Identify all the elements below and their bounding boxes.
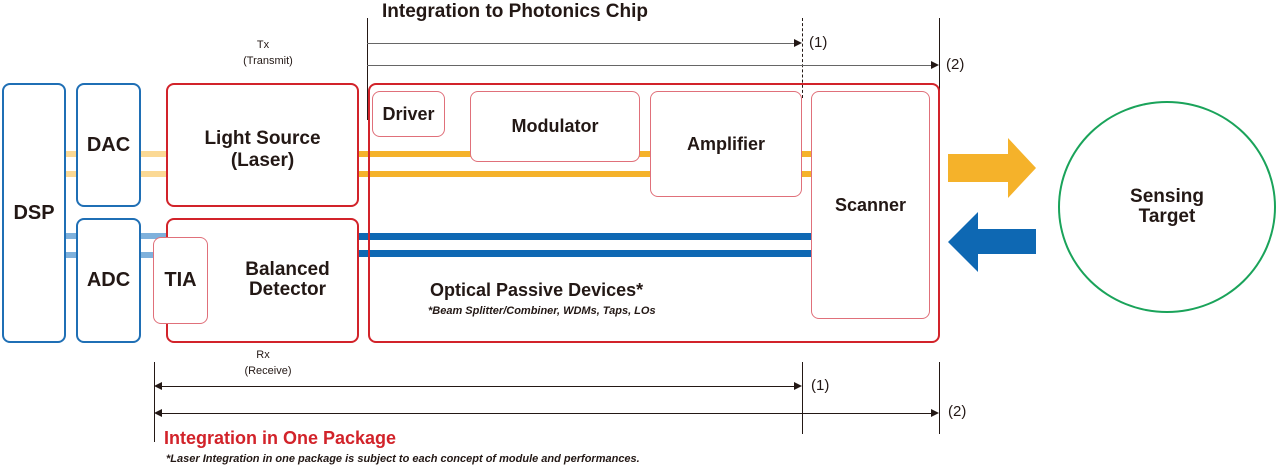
photonics-chip-block: Optical Passive Devices* *Beam Splitter/…	[368, 83, 940, 343]
marker-1-bottom: (1)	[811, 377, 830, 394]
amplifier-label: Amplifier	[686, 133, 765, 154]
adc-label: ADC	[86, 269, 131, 291]
dac-label: DAC	[86, 133, 131, 156]
arrow-head-icon	[794, 382, 802, 390]
balanced-detector-sublabel: Detector	[248, 279, 327, 300]
dac-block: DAC	[76, 83, 141, 207]
arrow-head-icon	[931, 61, 939, 69]
rx-beam-arrow-icon	[948, 212, 1036, 272]
rx-optical-bar	[358, 233, 811, 240]
sensing-target-sublabel: Target	[1138, 206, 1196, 227]
photonics-chip-title: Integration to Photonics Chip	[382, 1, 648, 22]
light-source-block: Light Source (Laser)	[166, 83, 359, 207]
package-dim-mid	[802, 362, 803, 434]
package-note: *Laser Integration in one package is sub…	[166, 453, 640, 465]
arrow-head-icon	[794, 39, 802, 47]
chip-dim-left	[367, 18, 368, 120]
driver-block: Driver	[372, 91, 445, 137]
marker-2-top: (2)	[946, 56, 965, 73]
tia-label: TIA	[164, 269, 197, 291]
marker-1-top: (1)	[809, 34, 828, 51]
modulator-label: Modulator	[511, 116, 599, 137]
chip-dim-right	[939, 18, 940, 122]
adc-block: ADC	[76, 218, 141, 343]
package-dim-right	[939, 362, 940, 434]
rx-optical-bar	[358, 250, 811, 257]
dsp-label: DSP	[13, 201, 55, 224]
chip-dim-2	[367, 65, 932, 66]
rx-sublabel: (Receive)	[244, 365, 292, 377]
tx-beam-arrow-icon	[948, 138, 1036, 198]
package-dim-1	[160, 386, 794, 387]
tx-optical-bar	[358, 171, 811, 177]
light-source-sublabel: (Laser)	[230, 150, 295, 171]
amplifier-block: Amplifier	[650, 91, 802, 197]
rx-label: Rx	[256, 349, 270, 361]
package-dim-left	[154, 362, 155, 442]
light-source-label: Light Source	[204, 128, 321, 149]
arrow-head-icon	[931, 409, 939, 417]
sensing-target: Sensing Target	[1058, 101, 1276, 313]
scanner-label: Scanner	[834, 194, 907, 215]
balanced-detector-label: Balanced	[245, 259, 330, 280]
chip-dim-1	[367, 43, 795, 44]
sensing-target-label: Sensing	[1130, 186, 1204, 208]
dsp-block: DSP	[2, 83, 66, 343]
tia-block: TIA	[153, 237, 208, 324]
arrow-head-icon	[154, 409, 162, 417]
optical-passive-note: *Beam Splitter/Combiner, WDMs, Taps, LOs	[428, 305, 656, 317]
tx-sublabel: (Transmit)	[243, 55, 293, 67]
modulator-block: Modulator	[470, 91, 640, 162]
tx-label: Tx	[256, 39, 270, 51]
optical-passive-label: Optical Passive Devices*	[430, 280, 644, 300]
driver-label: Driver	[382, 103, 435, 124]
package-dim-2	[160, 413, 931, 414]
arrow-head-icon	[154, 382, 162, 390]
chip-dim-mid	[802, 18, 803, 98]
package-title: Integration in One Package	[164, 428, 397, 448]
marker-2-bottom: (2)	[948, 403, 967, 420]
scanner-block: Scanner	[811, 91, 930, 319]
